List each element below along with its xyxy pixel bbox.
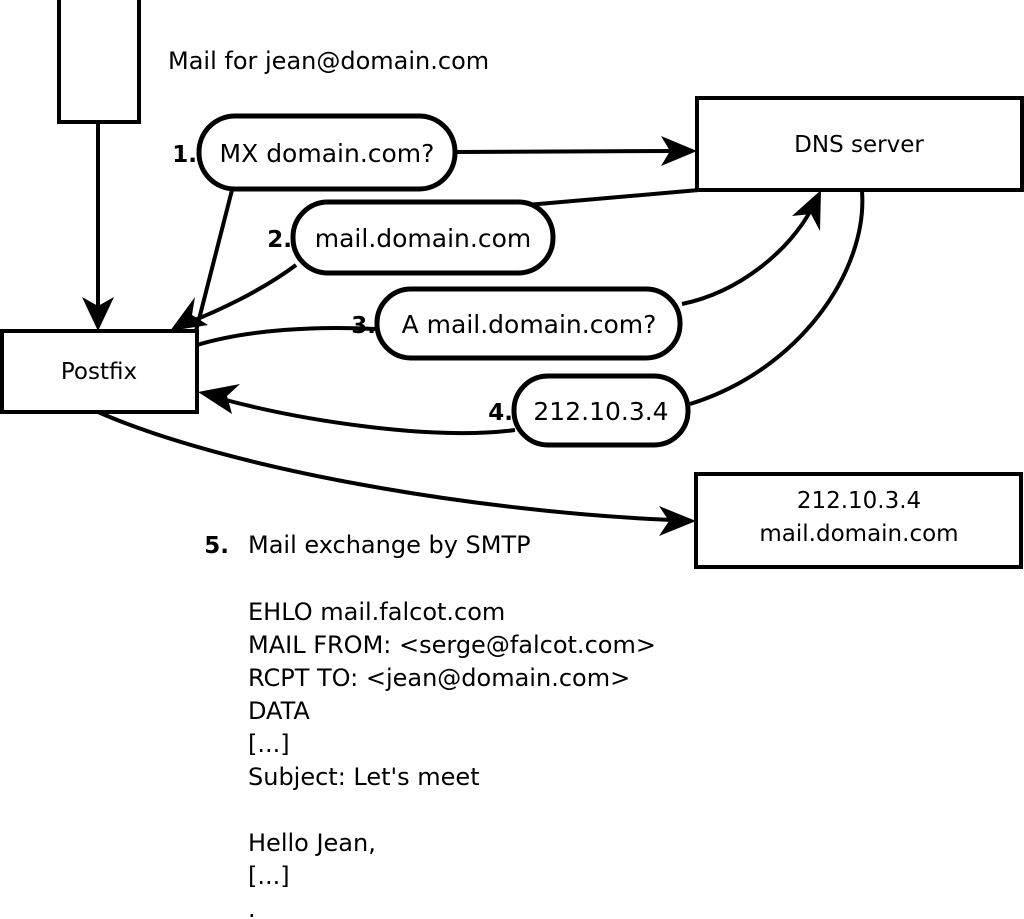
postfix-label: Postfix	[61, 359, 137, 385]
arrowhead-step3-to-dns	[792, 190, 821, 231]
smtp-line-2: RCPT TO: <jean@domain.com>	[248, 664, 630, 692]
smtp-line-3: DATA	[248, 697, 310, 725]
connector-postfix-to-step1	[194, 189, 234, 332]
mail-server-box	[694, 472, 1023, 569]
arrowhead-postfix-to-mailserver	[659, 506, 696, 536]
mail-server-ip-label: 212.10.3.4	[797, 488, 921, 514]
connector-step4-to-postfix	[221, 397, 516, 435]
step-5-label: Mail exchange by SMTP	[248, 531, 531, 559]
connector-postfix-to-mailserver	[97, 410, 673, 522]
step-bubble-1	[196, 113, 458, 192]
incoming-mail-caption: Mail for jean@domain.com	[168, 47, 489, 75]
smtp-line-8: [...]	[248, 862, 290, 890]
connector-step3-to-dns	[681, 207, 814, 306]
smtp-line-9: .	[248, 895, 256, 919]
connector-dns-to-step4	[689, 190, 865, 406]
step-1-number: 1.	[172, 142, 197, 168]
smtp-line-1: MAIL FROM: <serge@falcot.com>	[248, 631, 656, 659]
smtp-line-0: EHLO mail.falcot.com	[248, 598, 505, 626]
mail-server-host-label: mail.domain.com	[759, 521, 958, 547]
step-2-label: mail.domain.com	[315, 224, 531, 253]
smtp-line-5: Subject: Let's meet	[248, 763, 480, 791]
step-5-number: 5.	[204, 533, 229, 559]
arrowhead-client-to-postfix	[82, 297, 114, 331]
connector-dns-to-step2	[526, 188, 700, 207]
dns-server-label: DNS server	[794, 132, 924, 158]
step-bubble-3	[374, 286, 683, 361]
dns-server-box	[695, 96, 1024, 192]
arrowhead-step1-to-dns	[661, 136, 697, 166]
step-4-label: 212.10.3.4	[533, 397, 668, 426]
step-2-number: 2.	[267, 227, 292, 253]
connector-step2-to-postfix	[189, 263, 298, 324]
step-1-label: MX domain.com?	[220, 139, 435, 168]
smtp-line-7: Hello Jean,	[248, 829, 376, 857]
postfix-box	[0, 329, 199, 414]
connector-postfix-to-step3	[196, 325, 376, 347]
step-bubble-2	[290, 199, 556, 276]
arrowhead-step2-to-postfix	[170, 297, 208, 331]
smtp-transcript: EHLO mail.falcot.com MAIL FROM: <serge@f…	[248, 598, 656, 919]
arrowhead-step4-to-postfix	[198, 384, 240, 414]
step-4-number: 4.	[488, 400, 513, 426]
client-box	[57, 0, 141, 124]
smtp-line-4: [...]	[248, 730, 290, 758]
step-3-number: 3.	[351, 313, 376, 339]
connector-step1-to-dns	[456, 149, 676, 154]
step-3-label: A mail.domain.com?	[402, 310, 657, 339]
step-bubble-4	[511, 373, 691, 448]
